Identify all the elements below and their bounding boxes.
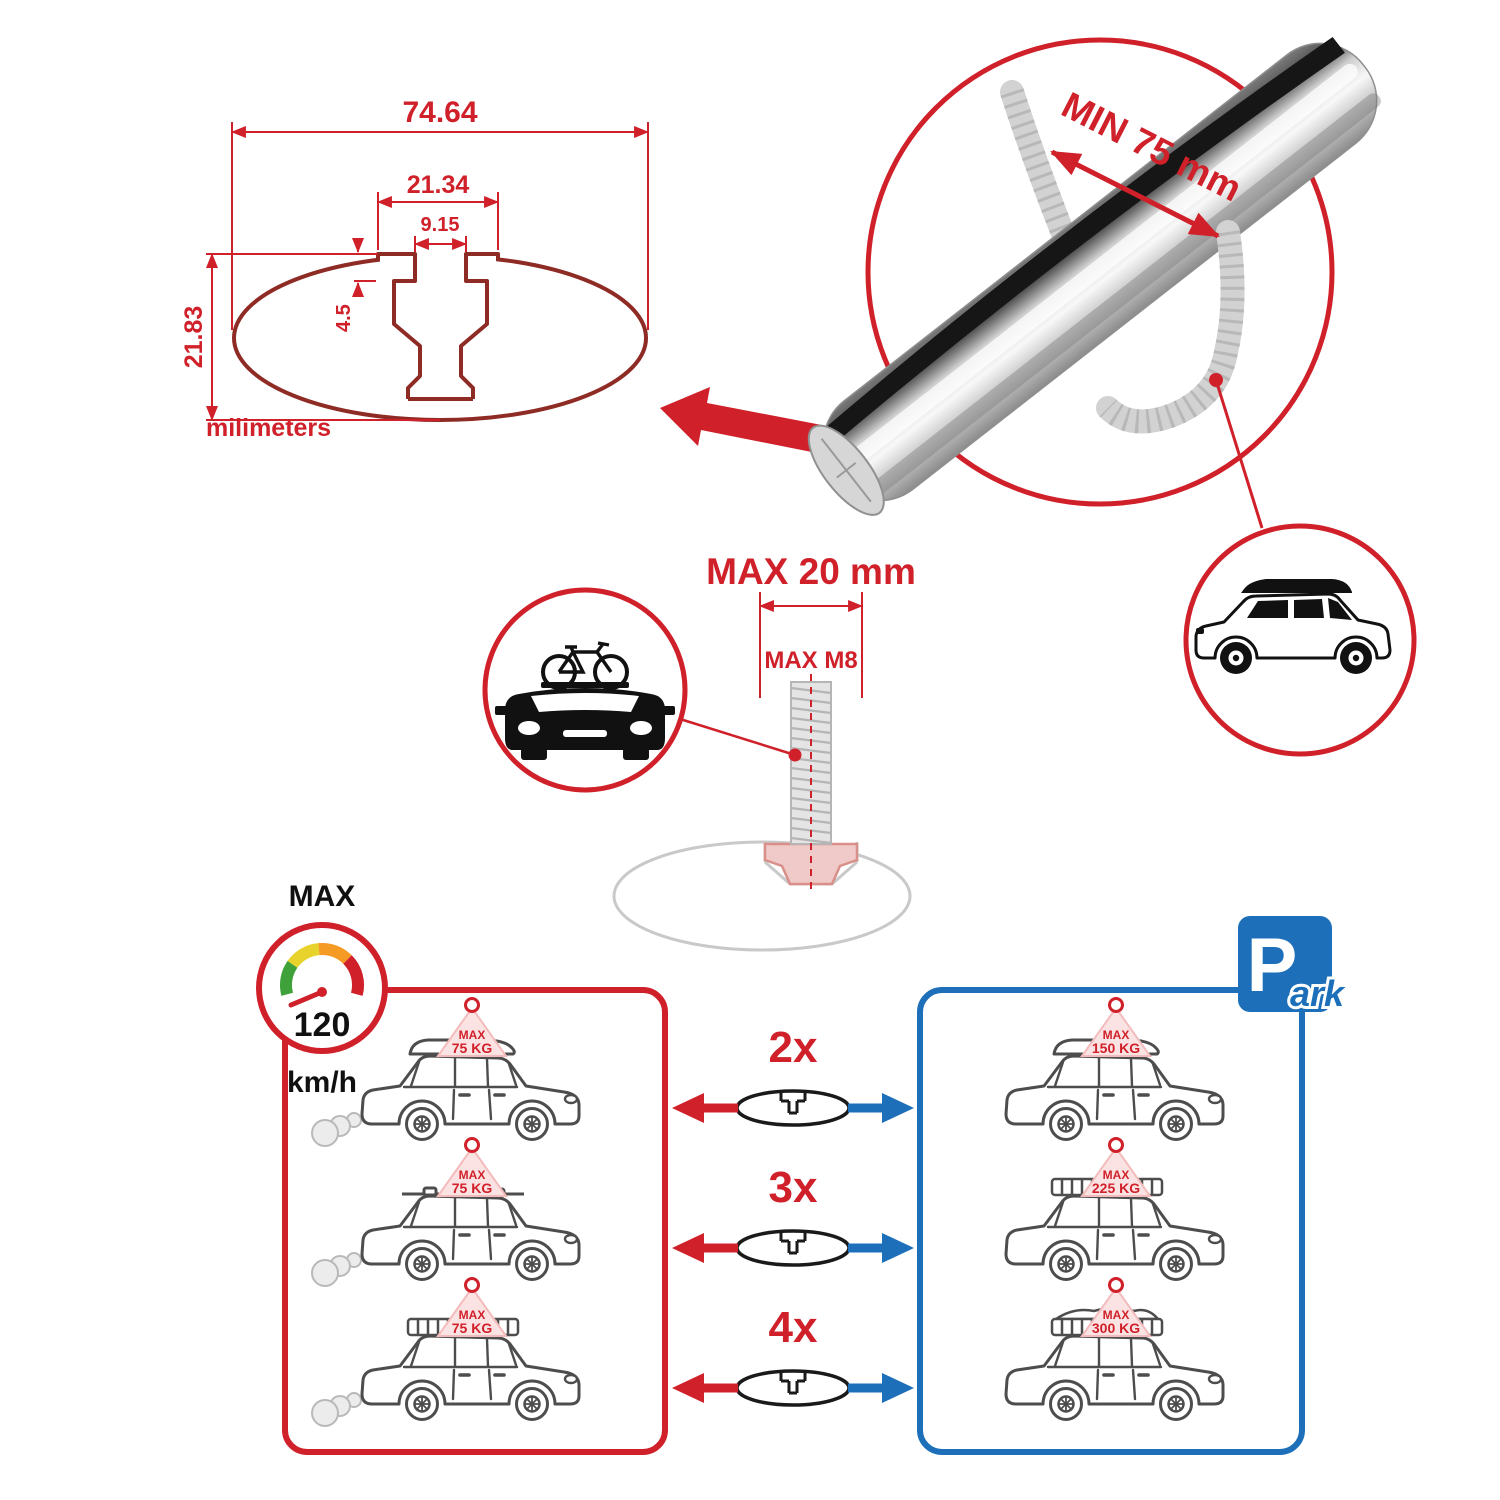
dim-channel-inner-label: 9.15 — [421, 214, 460, 236]
flag-weight-label: 75 KG — [452, 1040, 493, 1056]
bar-detail-circle: MIN 75 mm — [807, 36, 1381, 529]
blue-arrowhead-icon — [882, 1093, 914, 1123]
dim-channel-outer — [376, 192, 500, 250]
min-span-arrow — [1050, 149, 1220, 239]
load-flag: MAX 300 KG — [1080, 1277, 1152, 1338]
flag-max-label: MAX — [1103, 1028, 1130, 1042]
blue-arrowhead-icon — [882, 1233, 914, 1263]
bolt-thread-label: MAX M8 — [764, 647, 857, 674]
flag-weight-label: 150 KG — [1092, 1040, 1140, 1056]
profile-cross-section-drawing: 74.64 21.34 9.15 4.5 21.83 — [180, 96, 650, 442]
flag-max-label: MAX — [459, 1168, 486, 1182]
dim-channel-outer-label: 21.34 — [407, 171, 470, 199]
load-flag: MAX 150 KG — [1080, 997, 1152, 1058]
bolt-max-width-label: MAX 20 mm — [706, 551, 916, 592]
dim-total-height-label: 21.83 — [180, 306, 208, 369]
bar-rubber-strip — [819, 36, 1345, 447]
red-arrowhead-icon — [672, 1233, 704, 1263]
dim-total-height — [206, 252, 440, 422]
driving-car-row: MAX 75 KG — [311, 1137, 579, 1287]
flag-weight-label: 225 KG — [1092, 1180, 1140, 1196]
flag-weight-label: 300 KG — [1092, 1320, 1140, 1336]
parking-sign: P ark — [1238, 916, 1349, 1017]
driving-car-row: MAX 75 KG — [311, 1277, 579, 1427]
multiplier-label: 4x — [769, 1303, 818, 1352]
flag-max-label: MAX — [459, 1308, 486, 1322]
car-front-icon — [495, 682, 675, 760]
parked-car-row: MAX 300 KG — [1006, 1277, 1223, 1420]
speed-unit-label: km/h — [287, 1066, 357, 1099]
parking-word: ark — [1290, 973, 1346, 1014]
parked-car-rows: MAX 150 KG MAX 225 KG MAX 300 KG — [1006, 997, 1223, 1420]
parked-car-row: MAX 150 KG — [1006, 997, 1223, 1140]
load-flag: MAX 75 KG — [436, 997, 508, 1058]
red-arrowhead-icon — [672, 1373, 704, 1403]
driving-car-row: MAX 75 KG — [311, 997, 579, 1147]
multiplier-label: 3x — [769, 1163, 818, 1212]
bolt-width-dim — [758, 592, 864, 698]
profile-t-slot — [376, 252, 500, 401]
bar-count-column: 2x 3x 4x — [672, 1023, 914, 1407]
dim-channel-inner — [413, 236, 468, 252]
red-arrowhead-icon — [672, 1093, 704, 1123]
blue-arrowhead-icon — [882, 1373, 914, 1403]
parking-letter: P — [1247, 923, 1298, 1008]
flag-weight-label: 75 KG — [452, 1180, 493, 1196]
bolt-point-dot — [788, 748, 802, 762]
suv-roofbox-icon — [1194, 579, 1392, 674]
speedometer-needle — [288, 989, 325, 1008]
speed-value: 120 — [294, 1006, 351, 1044]
profile-ellipse — [232, 254, 648, 422]
parking-sign-plate — [1238, 916, 1332, 1012]
suv-roofbox-circle — [1183, 523, 1417, 757]
bolt-diagram: MAX 20 mm MAX M8 — [612, 551, 916, 952]
parked-car-row: MAX 225 KG — [1006, 1137, 1223, 1280]
crossbar-profile-icon — [735, 1229, 851, 1267]
driving-car-rows: MAX 75 KG MAX 75 KG MAX 75 KG — [311, 997, 579, 1427]
roofbox-icon — [1241, 579, 1352, 593]
flag-max-label: MAX — [1103, 1308, 1130, 1322]
dim-total-width-label: 74.64 — [402, 96, 477, 129]
speed-max-label: MAX — [289, 880, 356, 913]
crossbar-profile-icon — [735, 1369, 851, 1407]
dim-total-width — [230, 122, 650, 330]
units-label: milimeters — [206, 414, 331, 442]
dim-lip-depth-label: 4.5 — [333, 304, 355, 332]
connector-line — [1214, 379, 1264, 529]
pointer-arrow-icon — [660, 387, 853, 459]
speed-limit-badge: MAX 120 km/h — [256, 880, 388, 1099]
multiplier-label: 2x — [769, 1023, 818, 1072]
load-flag: MAX 225 KG — [1080, 1137, 1152, 1198]
flag-max-label: MAX — [459, 1028, 486, 1042]
faint-profile — [612, 840, 912, 952]
bike-car-circle — [482, 587, 688, 793]
flag-weight-label: 75 KG — [452, 1320, 493, 1336]
bolt-leader-line — [679, 717, 796, 757]
speedometer-gauge — [279, 942, 365, 996]
t-bolt-head — [763, 842, 859, 886]
load-flag: MAX 75 KG — [436, 1277, 508, 1338]
flag-max-label: MAX — [1103, 1168, 1130, 1182]
crossbar-profile-icon — [735, 1089, 851, 1127]
load-flag: MAX 75 KG — [436, 1137, 508, 1198]
crossbar-image — [807, 36, 1381, 516]
bolt-icon — [790, 674, 832, 890]
